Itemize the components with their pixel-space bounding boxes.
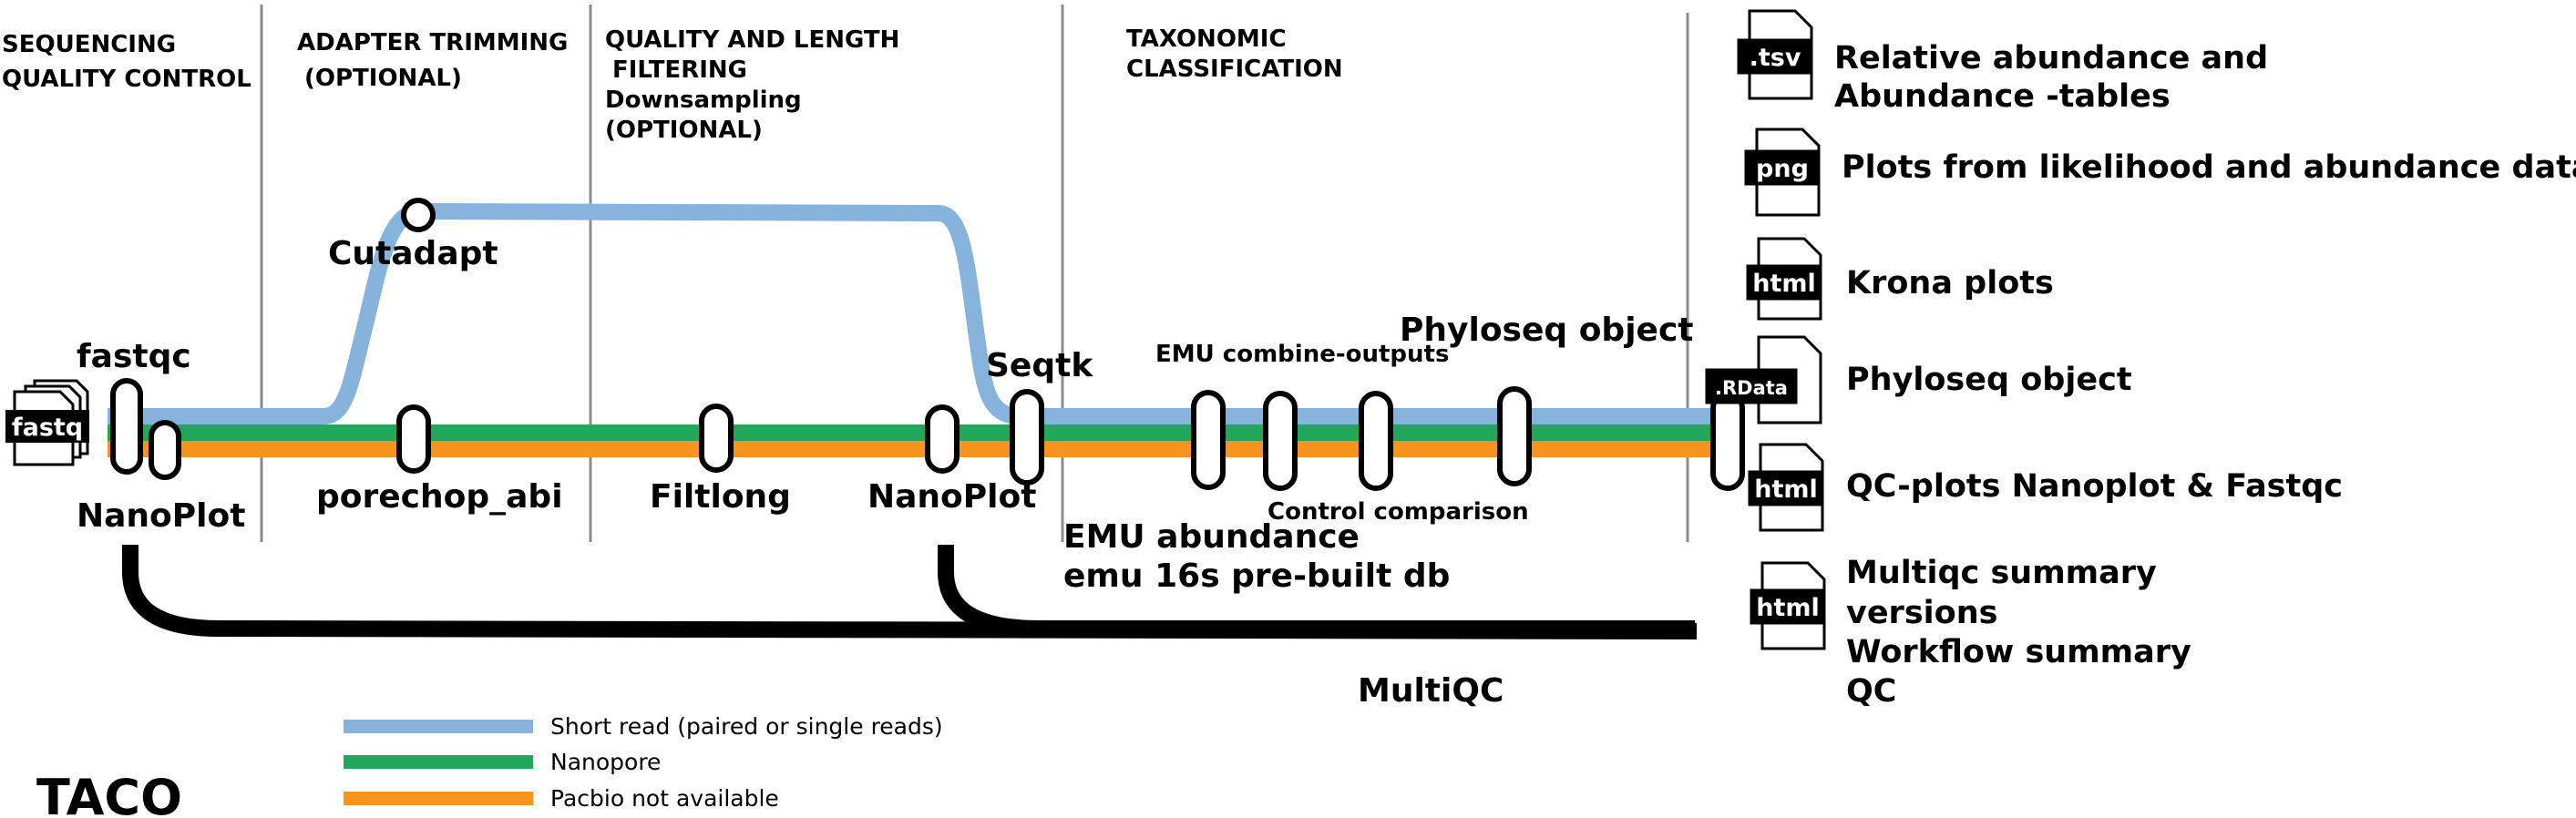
output-descriptions: Relative abundance and Abundance -tables… [1834, 40, 2576, 710]
stage-trim-title-line1: ADAPTER TRIMMING [297, 29, 568, 56]
output-2-line1: Plots from likelihood and abundance data [1842, 149, 2576, 186]
node-porechop [396, 404, 431, 474]
label-porechop: porechop_abi [316, 478, 563, 516]
multiqc-lines [122, 545, 1698, 639]
label-fastqc: fastqc [77, 338, 191, 375]
output-3-line1: Krona plots [1846, 265, 2054, 302]
stage-filter-title-line2: FILTERING [612, 56, 747, 84]
label-nanoplot2: NanoPlot [867, 478, 1036, 516]
label-cutadapt: Cutadapt [328, 235, 498, 272]
label-emu-abundance-line1: EMU abundance [1063, 518, 1360, 556]
legend-label-short-read: Short read (paired or single reads) [550, 713, 943, 740]
input-files-icon: fastq [5, 379, 89, 466]
legend-label-nanopore: Nanopore [550, 749, 661, 775]
tool-labels: fastqc NanoPlot Cutadapt porechop_abi Fi… [77, 235, 1694, 710]
node-emu-abundance [1191, 390, 1226, 490]
output-2-badge: png [1756, 155, 1809, 183]
label-filtlong: Filtlong [650, 478, 791, 516]
node-output [1710, 391, 1745, 491]
label-emu-abundance-line2: emu 16s pre-built db [1063, 557, 1450, 595]
output-4-badge: .RData [1715, 377, 1788, 399]
stage-filter-title-line1: QUALITY AND LENGTH [605, 26, 899, 54]
label-emu-combine: EMU combine-outputs [1155, 341, 1449, 368]
multiqc-line-from-nanoplot1 [122, 545, 1698, 639]
fastq-label: fastq [12, 414, 83, 442]
node-seqtk [1010, 389, 1044, 486]
png-file-icon [1744, 128, 1821, 217]
output-3-badge: html [1752, 270, 1816, 298]
node-cutadapt [401, 198, 436, 232]
output-1-badge: .tsv [1750, 44, 1801, 72]
legend-swatch-nanopore [344, 755, 533, 769]
output-6-badge: html [1756, 594, 1820, 622]
output-5-badge: html [1754, 475, 1818, 504]
tracks [108, 202, 1727, 457]
html-file-icon-qc [1748, 443, 1824, 532]
label-phyloseq-tool: Phyloseq object [1400, 312, 1694, 349]
label-nanoplot1: NanoPlot [77, 497, 245, 535]
node-nanoplot2 [925, 404, 960, 474]
process-nodes [110, 198, 1745, 491]
label-seqtk: Seqtk [986, 347, 1093, 384]
node-fastqc [110, 378, 143, 475]
output-1-line2: Abundance -tables [1834, 78, 2171, 115]
output-1-line1: Relative abundance and [1834, 40, 2268, 77]
stage-headings: SEQUENCING QUALITY CONTROL ADAPTER TRIMM… [2, 26, 1343, 144]
stage-trim-title-line2: (OPTIONAL) [304, 65, 462, 92]
multiqc-line-from-nanoplot2 [938, 545, 1695, 637]
legend: Short read (paired or single reads) Nano… [344, 713, 943, 812]
pipeline-title: TACO [36, 769, 182, 818]
stage-filter-title-line3: Downsampling [605, 87, 802, 114]
node-filtlong [699, 404, 734, 473]
legend-swatch-short-read [344, 720, 533, 733]
html-file-icon-krona [1746, 237, 1822, 321]
stage-filter-title-line4: (OPTIONAL) [605, 117, 763, 144]
node-nanoplot1 [149, 420, 181, 480]
output-5-line1: QC-plots Nanoplot & Fastqc [1846, 468, 2343, 505]
output-file-icons [1705, 9, 1826, 650]
output-6-line2: versions [1846, 595, 1997, 631]
legend-label-pacbio: Pacbio not available [550, 785, 779, 812]
html-file-icon-multiqc [1750, 561, 1826, 650]
label-multiqc: MultiQC [1358, 672, 1504, 710]
label-control-comparison: Control comparison [1267, 498, 1529, 526]
stage-tax-title-line1: TAXONOMIC [1126, 26, 1287, 53]
tsv-file-icon [1737, 9, 1813, 100]
stage-tax-title-line2: CLASSIFICATION [1126, 56, 1343, 83]
output-badges: .tsv png html .RData html html [1715, 44, 1820, 622]
fastq-badge [5, 410, 89, 443]
output-6-line1: Multiqc summary [1846, 555, 2157, 591]
node-control-comparison [1359, 391, 1393, 491]
stage-qc-title-line2: QUALITY CONTROL [2, 66, 251, 93]
node-phyloseq [1497, 386, 1532, 486]
short-read-track [108, 202, 1727, 424]
rdata-file-icon [1705, 335, 1822, 424]
output-4-line1: Phyloseq object [1846, 362, 2132, 398]
legend-swatch-pacbio [344, 792, 533, 805]
output-6-line3: Workflow summary [1846, 634, 2191, 670]
stage-qc-title-line1: SEQUENCING [2, 31, 176, 58]
output-6-line4: QC [1846, 673, 1896, 710]
node-emu-combine [1263, 391, 1298, 491]
